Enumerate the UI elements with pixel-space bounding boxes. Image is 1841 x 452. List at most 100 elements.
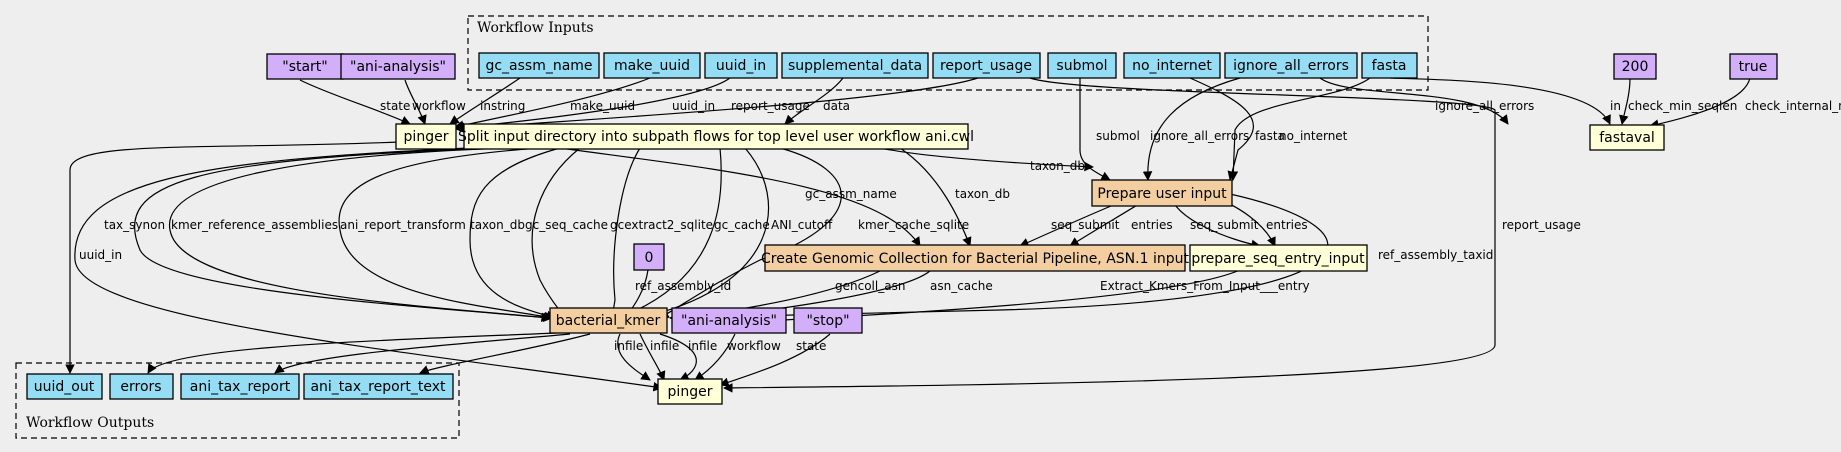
edge-kmer-pinger-infile-3: [659, 333, 697, 381]
node-prepare-user-input[interactable]: Prepare user input: [1091, 179, 1233, 207]
edge-labels: state workflow instring make_uuid uuid_i…: [79, 99, 1841, 353]
svg-text:"stop": "stop": [806, 313, 849, 329]
edge-label: ref_assembly_taxid: [1378, 248, 1493, 262]
edge-kmer-ani-tax-report: [274, 333, 571, 374]
svg-text:0: 0: [645, 250, 654, 266]
edge-fasta-prepare: [1228, 77, 1371, 181]
node-ani-tax-report[interactable]: ani_tax_report: [180, 373, 300, 400]
edge-label: infile: [614, 339, 643, 353]
edge-label: gc_seq_cache: [525, 218, 608, 232]
svg-text:"start": "start": [282, 59, 328, 75]
node-0[interactable]: 0: [633, 243, 665, 271]
edge-label: entries: [1266, 218, 1308, 232]
edge-label: check_min_seqlen: [1628, 99, 1737, 113]
node-200[interactable]: 200: [1613, 53, 1657, 80]
svg-text:uuid_out: uuid_out: [34, 379, 95, 395]
edge-split-prepare-taxon-db: [879, 147, 1094, 172]
node-ignore-all-errors[interactable]: ignore_all_errors: [1224, 52, 1358, 79]
edge-ani-analysis-pinger-bottom: [694, 333, 736, 381]
node-uuid-in[interactable]: uuid_in: [704, 52, 778, 79]
node-start[interactable]: "start": [266, 53, 344, 80]
node-prepare-seq-entry[interactable]: prepare_seq_entry_input: [1189, 244, 1368, 272]
edge-label: no_internet: [1279, 129, 1348, 143]
node-fasta[interactable]: fasta: [1361, 52, 1418, 79]
svg-text:report_usage: report_usage: [940, 58, 1032, 74]
node-pinger-top[interactable]: pinger: [395, 123, 457, 150]
workflow-inputs-title: Workflow Inputs: [477, 20, 594, 36]
node-create-genomic-collection[interactable]: Create Genomic Collection for Bacterial …: [761, 244, 1189, 272]
edge-split-create-taxon-db: [899, 147, 972, 247]
edge-split-kmer-taxon-db: [469, 147, 561, 320]
edges: [65, 77, 1751, 393]
edge-fasta-fastaval: [1389, 77, 1611, 125]
edge-label: infile: [650, 339, 679, 353]
node-submol[interactable]: submol: [1047, 52, 1117, 79]
edge-split-kmer-ref-assemblies: [168, 147, 553, 323]
edge-split-kmer-ani-report: [338, 147, 554, 322]
edge-label: check_internal_ns: [1745, 99, 1841, 113]
edge-supplemental-data-split: [784, 77, 844, 125]
svg-text:ani_tax_report: ani_tax_report: [190, 379, 291, 395]
edge-label: state: [796, 339, 826, 353]
edge-split-pinger-bottom-uuid-in: [74, 147, 663, 392]
edge-label: uuid_in: [672, 99, 715, 113]
svg-text:Split input directory into sub: Split input directory into subpath flows…: [458, 129, 974, 145]
svg-text:Prepare user input: Prepare user input: [1097, 186, 1227, 202]
edge-label: instring: [480, 99, 525, 113]
svg-text:no_internet: no_internet: [1132, 58, 1212, 74]
edge-kmer-ani-tax-report-text: [419, 333, 591, 375]
edge-label: gencoll_asn: [835, 279, 905, 293]
node-pinger-bottom[interactable]: pinger: [657, 378, 723, 405]
node-ani-analysis-top[interactable]: "ani-analysis": [340, 53, 456, 80]
edge-split-kmer-gcextract2: [608, 147, 641, 319]
edge-label: gc_cache: [714, 218, 770, 232]
node-ani-analysis-bottom[interactable]: "ani-analysis": [671, 307, 787, 334]
edge-200-fastaval: [1619, 77, 1631, 125]
edge-pinger-uuid-out: [65, 141, 401, 374]
edge-label: ani_report_transform: [340, 218, 466, 232]
svg-text:ignore_all_errors: ignore_all_errors: [1233, 58, 1349, 74]
edge-ignore-errors-prepare: [1142, 77, 1241, 181]
svg-text:200: 200: [1622, 59, 1649, 75]
edge-label: uuid_in: [79, 248, 122, 262]
node-true[interactable]: true: [1729, 53, 1778, 80]
svg-text:pinger: pinger: [668, 384, 713, 400]
node-gc-assm-name[interactable]: gc_assm_name: [478, 52, 600, 79]
edge-label: ref_assembly_id: [635, 279, 731, 293]
workflow-outputs-cluster: [15, 362, 460, 439]
edge-label: seq_submit: [1051, 218, 1120, 232]
node-report-usage[interactable]: report_usage: [932, 52, 1041, 79]
svg-text:supplemental_data: supplemental_data: [788, 58, 922, 74]
node-make-uuid[interactable]: make_uuid: [603, 52, 701, 79]
edge-label: ANI_cutoff: [771, 218, 833, 232]
edge-label: gc_assm_name: [805, 187, 897, 201]
node-no-internet[interactable]: no_internet: [1123, 52, 1221, 79]
node-errors[interactable]: errors: [109, 373, 174, 400]
node-supplemental-data[interactable]: supplemental_data: [781, 52, 929, 79]
edge-true-fastaval: [1649, 77, 1751, 129]
node-split-input[interactable]: Split input directory into subpath flows…: [458, 123, 974, 150]
svg-text:errors: errors: [120, 379, 161, 395]
edge-label: kmer_cache_sqlite: [858, 218, 969, 232]
svg-text:gc_assm_name: gc_assm_name: [485, 58, 592, 74]
edge-label: ignore_all_errors: [1150, 129, 1249, 143]
node-bacterial-kmer[interactable]: bacterial_kmer: [549, 307, 668, 334]
edge-gc-assm-name-pinger: [449, 77, 521, 125]
edge-label: in: [1610, 99, 1621, 113]
svg-text:true: true: [1739, 59, 1768, 75]
node-uuid-out[interactable]: uuid_out: [26, 373, 103, 400]
edge-report-usage-pinger-bottom: [723, 77, 1496, 393]
edge-kmer-pinger-infile-1: [617, 333, 651, 381]
edge-label: state: [380, 99, 410, 113]
edge-label: fasta: [1255, 129, 1285, 143]
node-fastaval[interactable]: fastaval: [1589, 124, 1665, 151]
edge-label: Extract_Kmers_From_Input___entry: [1100, 279, 1310, 293]
node-ani-tax-report-text[interactable]: ani_tax_report_text: [303, 373, 454, 400]
edge-label: taxon_db: [470, 218, 525, 232]
node-stop[interactable]: "stop": [793, 307, 863, 334]
svg-text:ani_tax_report_text: ani_tax_report_text: [310, 379, 446, 395]
edge-label: entries: [1131, 218, 1173, 232]
edge-label: kmer_reference_assemblies: [171, 218, 338, 232]
edge-label: workflow: [412, 99, 466, 113]
